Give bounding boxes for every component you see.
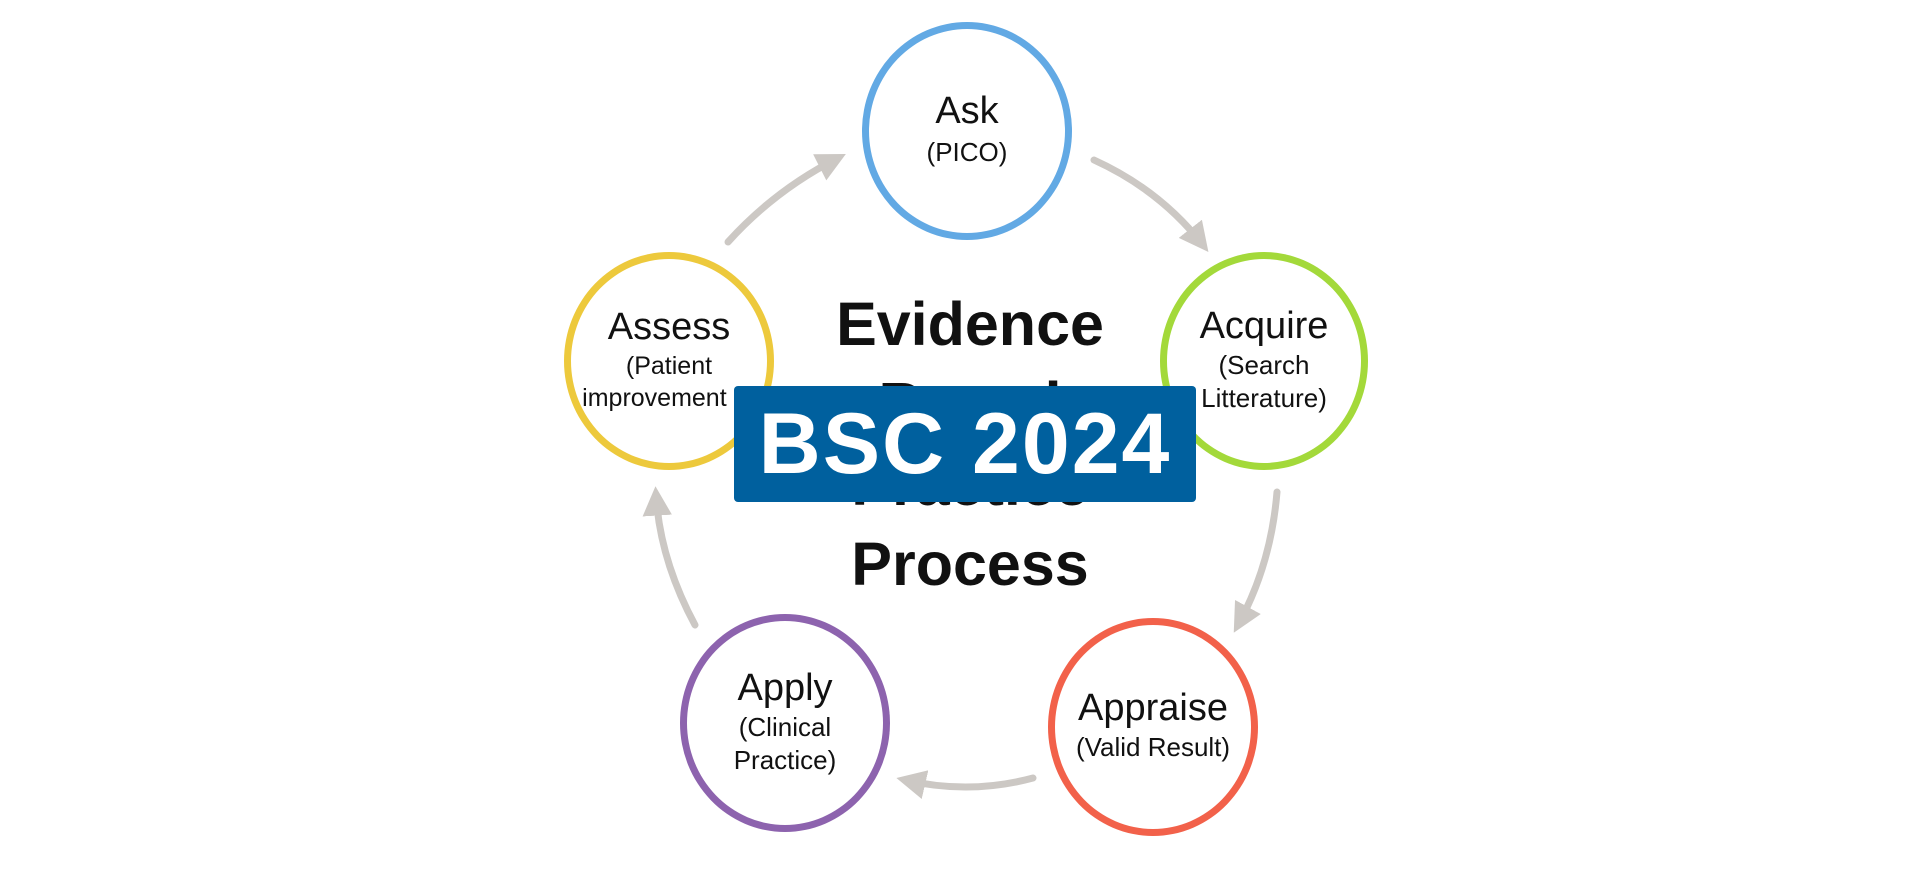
node-acquire-title: Acquire: [1199, 304, 1329, 347]
node-appraise-title: Appraise: [1078, 687, 1228, 730]
node-acquire-subtitle-line-1: (Search: [1218, 349, 1310, 380]
arrow-apply-to-assess: [642, 486, 699, 629]
node-apply-subtitle-line-2: Practice): [733, 744, 837, 775]
node-ask-title: Ask: [935, 90, 999, 133]
node-assess-subtitle-line-1: (Patient: [625, 351, 713, 380]
node-apply-subtitle-line-1: (Clinical: [738, 711, 832, 742]
node-ask: Ask (PICO): [862, 22, 1072, 240]
node-apply: Apply (Clinical Practice): [680, 614, 890, 832]
arrow-acquire-to-appraise: [1233, 488, 1281, 633]
node-acquire: Acquire (Search Litterature): [1160, 252, 1368, 470]
node-assess-subtitle-line-2: improvement ?): [582, 383, 756, 412]
node-appraise-subtitle: (Valid Result): [1075, 732, 1231, 763]
node-ask-subtitle: (PICO): [926, 137, 1008, 168]
bsc-2024-banner: BSC 2024: [734, 386, 1196, 502]
center-title-line-4: Process: [851, 530, 1089, 598]
node-acquire-subtitle-line-2: Litterature): [1201, 382, 1327, 413]
node-assess-subtitle: (Patient improvement ?): [582, 350, 756, 414]
arrow-ask-to-acquire: [1090, 156, 1209, 252]
node-apply-subtitle: (Clinical Practice): [734, 711, 837, 778]
center-title-line-1: Evidence: [836, 290, 1104, 358]
node-appraise: Appraise (Valid Result): [1048, 618, 1258, 836]
node-assess-title: Assess: [607, 306, 731, 349]
node-acquire-subtitle: (Search Litterature): [1201, 349, 1327, 416]
node-apply-title: Apply: [737, 666, 833, 709]
arrow-appraise-to-apply: [896, 770, 1037, 799]
arrow-assess-to-ask: [724, 154, 846, 246]
banner-text: BSC 2024: [758, 396, 1172, 492]
